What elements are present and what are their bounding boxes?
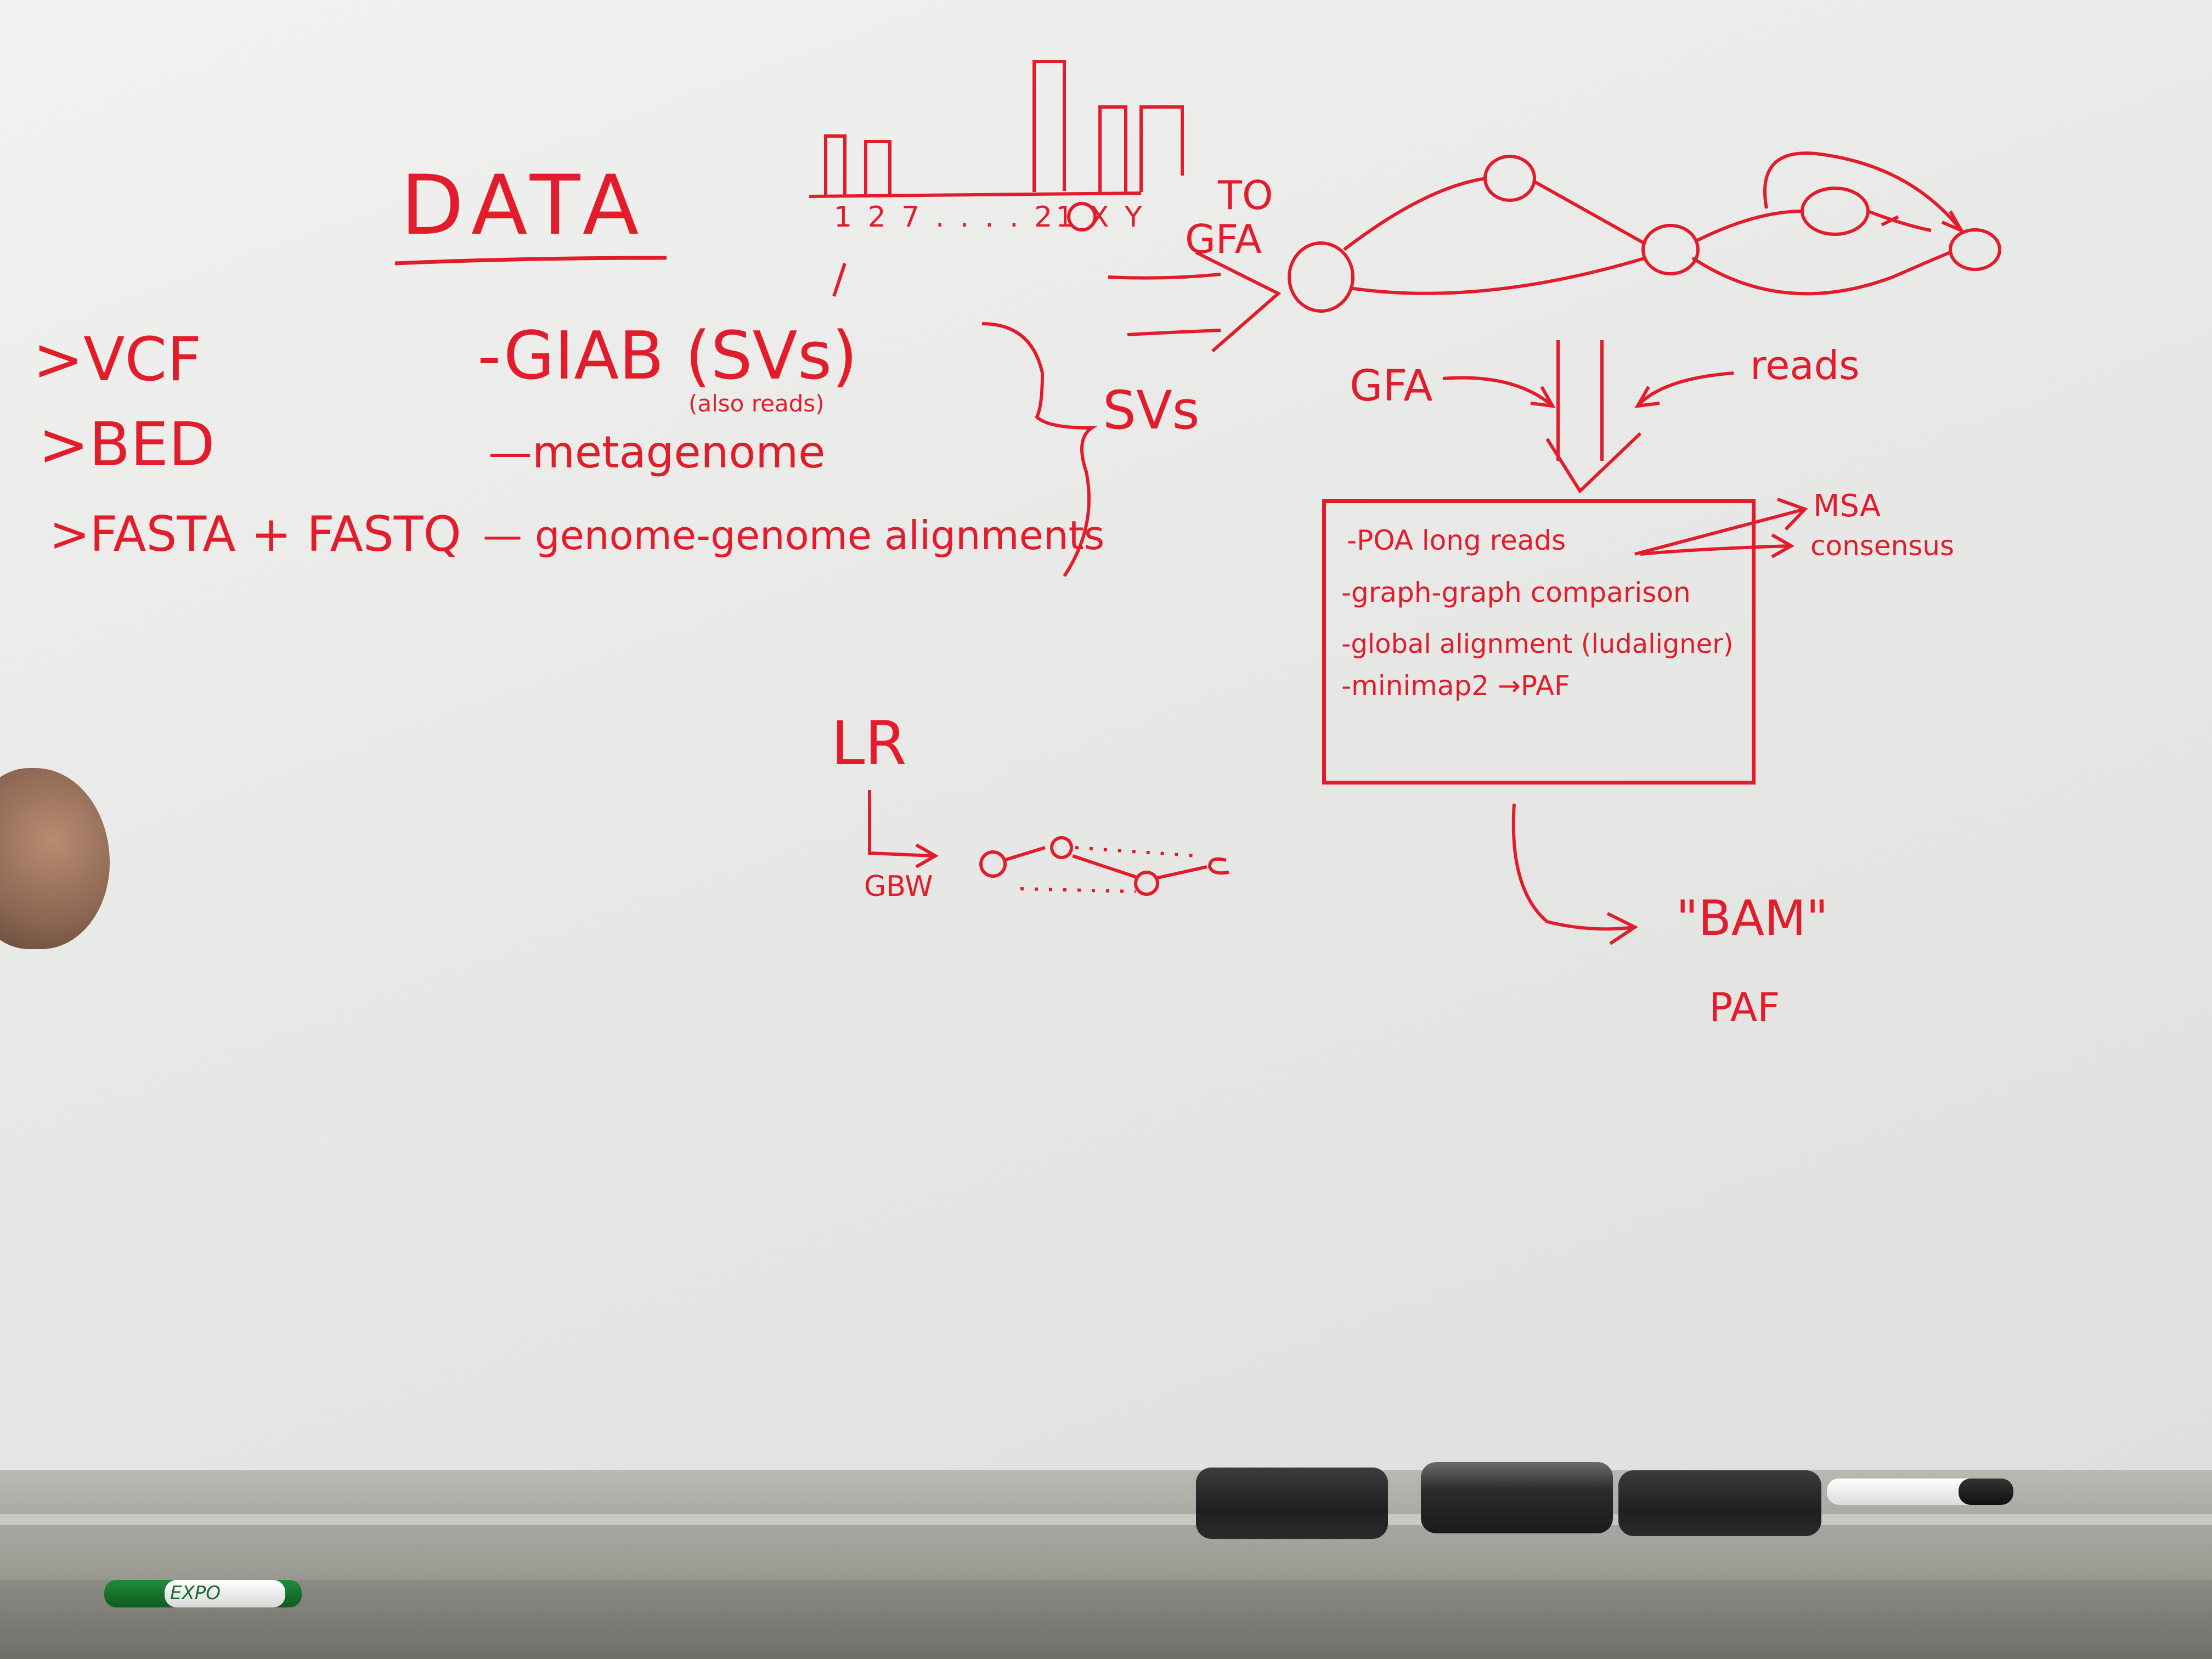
gfa-label-top: GFA <box>1185 216 1262 262</box>
method-global-alignment: -global alignment (ludaligner) <box>1341 629 1734 659</box>
gbw-label: GBW <box>864 870 933 903</box>
source-giab: -GIAB (SVs) <box>477 318 858 394</box>
source-note: (also reads) <box>689 390 825 417</box>
white-marker-cap[interactable] <box>1959 1479 2013 1505</box>
brace-label-svs: SVs <box>1103 380 1200 441</box>
eraser-3[interactable] <box>1618 1470 1821 1536</box>
heading-underline <box>394 256 667 266</box>
gfa-input-label: GFA <box>1350 362 1433 411</box>
histogram-axis-labels: 1 2 7 . . . . 21 X Y <box>834 201 1146 234</box>
format-vcf: >VCF <box>33 324 202 394</box>
merge-arrows <box>1442 340 1734 494</box>
output-msa: MSA <box>1813 488 1881 524</box>
format-bed: >BED <box>38 409 215 479</box>
box-output-arrows <box>1634 498 1808 558</box>
tray-front <box>0 1580 2212 1659</box>
method-poa: -POA long reads <box>1347 524 1566 556</box>
to-label: TO <box>1218 172 1273 218</box>
output-consensus: consensus <box>1810 530 1955 562</box>
variation-graph <box>1288 151 2001 313</box>
source-genome-alignments: — genome-genome alignments <box>483 512 1105 558</box>
source-metagenome: —metagenome <box>488 427 826 478</box>
output-bam: "BAM" <box>1676 890 1829 946</box>
eraser-1[interactable] <box>1196 1468 1388 1539</box>
tray-lip <box>0 1514 2212 1525</box>
lr-label: LR <box>831 708 907 778</box>
method-graph-comparison: -graph-graph comparison <box>1341 577 1691 608</box>
format-fasta-fastq: >FASTA + FASTQ <box>49 506 461 562</box>
lr-graph <box>868 790 1229 896</box>
reads-input-label: reads <box>1750 342 1860 388</box>
output-paf: PAF <box>1709 984 1780 1030</box>
svs-brace <box>981 322 1097 577</box>
whiteboard-surface <box>0 0 2212 1470</box>
method-minimap2: -minimap2 →PAF <box>1341 670 1570 702</box>
methods-box <box>1322 499 1756 785</box>
green-marker-band <box>165 1580 285 1607</box>
arrow-to-bam <box>1511 803 1638 945</box>
chromosome-histogram <box>809 60 1184 297</box>
eraser-2[interactable] <box>1421 1462 1613 1533</box>
heading-data: DATA <box>400 158 648 253</box>
green-marker-brand: EXPO <box>170 1582 221 1604</box>
arrow-to-gfa <box>1108 251 1282 353</box>
